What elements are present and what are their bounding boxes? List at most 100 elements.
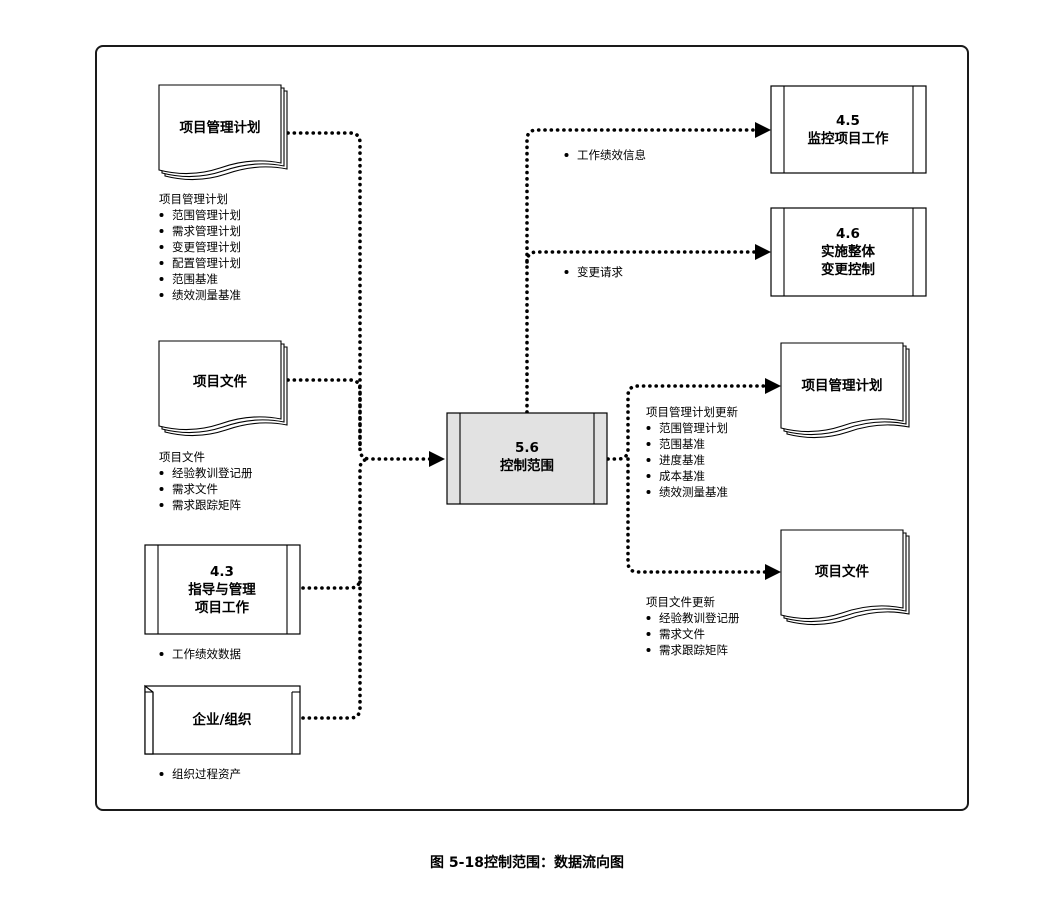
bullet-item: 需求文件 xyxy=(172,482,218,496)
bullet-item: 范围管理计划 xyxy=(659,421,728,435)
bullet-item: 范围基准 xyxy=(172,272,218,286)
flow-to-pm-plan xyxy=(606,384,767,461)
bullet-dot xyxy=(159,293,164,297)
enterprise-title: 企业/组织 xyxy=(192,711,252,728)
output-project-docs-doc: 项目文件 xyxy=(780,529,910,626)
flow-direct-manage xyxy=(301,457,372,590)
bullet-item: 组织过程资产 xyxy=(172,767,241,781)
bullet-item: 进度基准 xyxy=(659,453,705,467)
flow-pm-plan xyxy=(286,131,432,461)
input-pm-plan-doc: 项目管理计划 xyxy=(158,84,288,181)
pm-plan-title: 项目管理计划 xyxy=(180,119,261,136)
out-pm-plan-title: 项目管理计划 xyxy=(802,377,883,394)
bullet-item: 配置管理计划 xyxy=(172,256,241,270)
process-4-3-line2: 项目工作 xyxy=(195,599,249,616)
bullet-dot xyxy=(159,245,164,249)
bullet-dot xyxy=(159,471,164,475)
bullet-item: 工作绩效数据 xyxy=(172,647,241,661)
arrow-into-monitor xyxy=(755,122,771,138)
arrow-into-pm-plan-update xyxy=(765,378,781,394)
bullet-item: 工作绩效信息 xyxy=(577,148,646,162)
bullet-dot xyxy=(159,229,164,233)
flow-to-change xyxy=(525,250,759,264)
pm-plan-heading: 项目管理计划 xyxy=(159,192,228,206)
bullet-dot xyxy=(646,426,651,430)
enterprise-items: 组织过程资产 xyxy=(159,767,241,781)
bullet-item: 需求跟踪矩阵 xyxy=(659,643,728,657)
bullet-item: 需求文件 xyxy=(659,627,705,641)
bullet-item: 范围基准 xyxy=(659,437,705,451)
project-docs-heading: 项目文件 xyxy=(159,450,205,464)
bullet-dot xyxy=(646,648,651,652)
input-project-docs-doc: 项目文件 xyxy=(158,340,288,437)
bullet-dot xyxy=(646,442,651,446)
arrow-into-change xyxy=(755,244,771,260)
figure-caption: 图 5-18控制范围：数据流向图 xyxy=(430,855,624,871)
bullet-item: 绩效测量基准 xyxy=(659,485,728,499)
process-4-3-direct-manage[interactable]: 4.3 指导与管理 项目工作 xyxy=(144,544,301,635)
bullet-dot xyxy=(159,277,164,281)
bullet-item: 经验教训登记册 xyxy=(172,466,253,480)
monitor-items: 工作绩效信息 xyxy=(564,148,646,162)
arrow-into-center xyxy=(429,451,445,467)
bullet-dot xyxy=(159,213,164,217)
flow-to-project-docs xyxy=(626,457,767,574)
bullet-dot xyxy=(159,652,164,656)
bullet-item: 需求跟踪矩阵 xyxy=(172,498,241,512)
bullet-dot xyxy=(159,772,164,776)
center-name: 控制范围 xyxy=(500,457,554,474)
bullet-dot xyxy=(564,153,569,157)
process-4-6-num: 4.6 xyxy=(836,226,860,242)
process-4-6-line2: 变更控制 xyxy=(821,261,875,278)
bullet-item: 成本基准 xyxy=(659,469,705,483)
bullet-item: 绩效测量基准 xyxy=(172,288,241,302)
bullet-dot xyxy=(159,503,164,507)
bullet-dot xyxy=(646,474,651,478)
flow-project-docs xyxy=(286,378,362,451)
diagram-frame xyxy=(95,45,969,811)
process-4-5-monitor[interactable]: 4.5 监控项目工作 xyxy=(770,85,927,174)
bullet-item: 需求管理计划 xyxy=(172,224,241,238)
out-pm-plan-heading: 项目管理计划更新 xyxy=(646,405,738,419)
bullet-dot xyxy=(646,458,651,462)
process-4-6-change-control[interactable]: 4.6 实施整体 变更控制 xyxy=(770,207,927,297)
process-4-6-line1: 实施整体 xyxy=(821,243,875,260)
process-4-5-name: 监控项目工作 xyxy=(808,130,889,147)
change-items: 变更请求 xyxy=(564,265,623,279)
center-num: 5.6 xyxy=(515,440,539,456)
bullet-item: 范围管理计划 xyxy=(172,208,241,222)
direct-manage-items: 工作绩效数据 xyxy=(159,647,241,661)
bullet-dot xyxy=(564,270,569,274)
arrowheads xyxy=(429,122,781,580)
bullet-dot xyxy=(159,487,164,491)
output-pm-plan-doc: 项目管理计划 xyxy=(780,342,910,439)
input-pm-plan-list: 项目管理计划 范围管理计划需求管理计划变更管理计划配置管理计划范围基准绩效测量基… xyxy=(159,192,241,302)
bullet-item: 变更管理计划 xyxy=(172,240,241,254)
process-4-3-line1: 指导与管理 xyxy=(188,581,256,598)
flow-enterprise xyxy=(301,576,362,720)
out-project-docs-title: 项目文件 xyxy=(815,563,869,580)
bullet-item: 变更请求 xyxy=(577,265,623,279)
enterprise-organization-box: 企业/组织 xyxy=(144,684,301,755)
bullet-item: 经验教训登记册 xyxy=(659,611,740,625)
process-5-6-control-scope[interactable]: 5.6 控制范围 xyxy=(446,412,608,505)
out-project-docs-heading: 项目文件更新 xyxy=(646,595,715,609)
arrow-into-project-docs-update xyxy=(765,564,781,580)
bullet-dot xyxy=(646,632,651,636)
flow-connectors xyxy=(286,128,767,720)
bullet-dot xyxy=(646,616,651,620)
bullet-dot xyxy=(159,261,164,265)
flow-to-monitor xyxy=(525,128,759,414)
project-docs-title: 项目文件 xyxy=(193,373,247,390)
bullet-dot xyxy=(646,490,651,494)
process-4-3-num: 4.3 xyxy=(210,564,234,580)
process-4-5-num: 4.5 xyxy=(836,113,860,129)
